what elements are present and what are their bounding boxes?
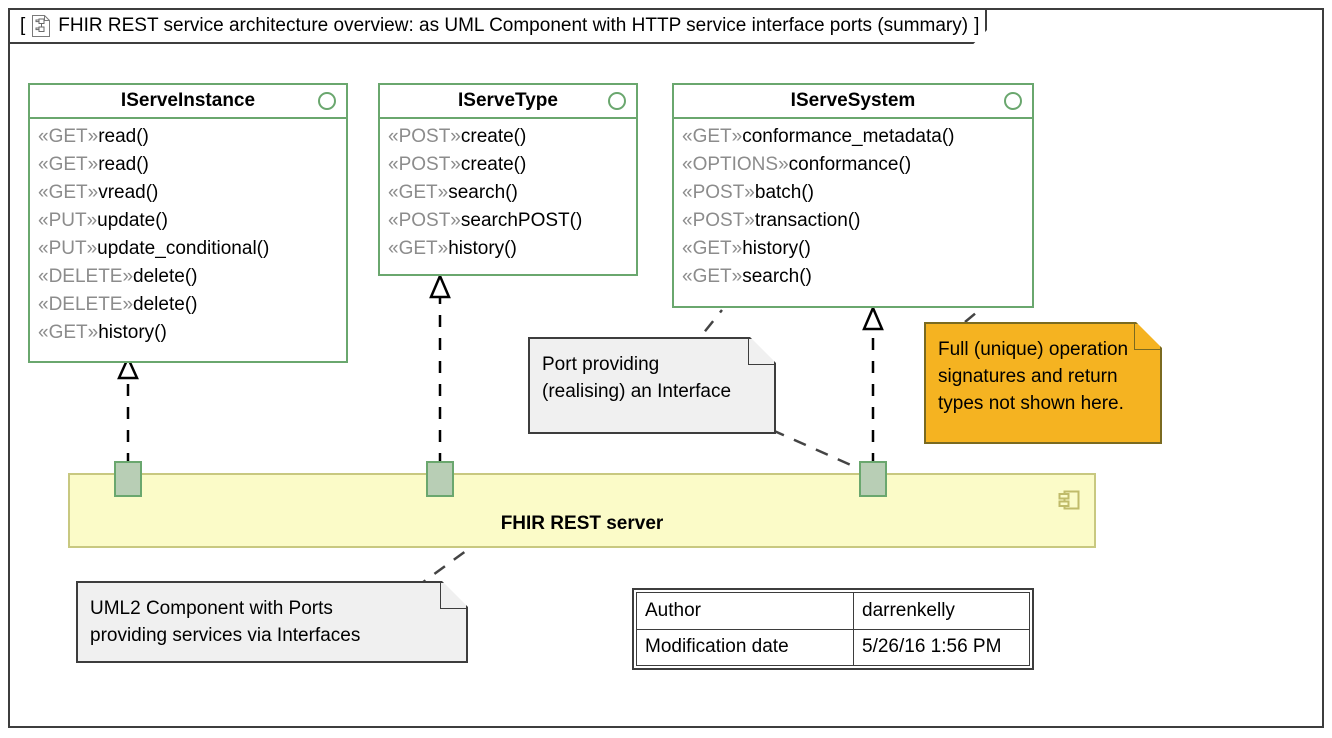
interface-circle-icon bbox=[608, 92, 626, 110]
note-component-ports[interactable]: UML2 Component with Ports providing serv… bbox=[76, 581, 468, 663]
interface-name: IServeType bbox=[458, 90, 558, 111]
operation-row: «GET»read() bbox=[38, 151, 346, 179]
operation-stereotype: «GET» bbox=[38, 154, 99, 175]
operation-stereotype: «POST» bbox=[388, 154, 461, 175]
note-signatures[interactable]: Full (unique) operation signatures and r… bbox=[924, 322, 1162, 444]
operation-signature: update() bbox=[97, 210, 168, 231]
operation-row: «POST»create() bbox=[388, 123, 636, 151]
operation-signature: transaction() bbox=[754, 210, 861, 231]
interface-iservetype[interactable]: IServeType «POST»create() «POST»create()… bbox=[378, 83, 638, 276]
interface-iserveinstance[interactable]: IServeInstance «GET»read() «GET»read() «… bbox=[28, 83, 348, 363]
operation-row: «GET»search() bbox=[388, 179, 636, 207]
frame-bracket-open: [ bbox=[20, 15, 26, 36]
operation-stereotype: «PUT» bbox=[38, 238, 98, 259]
component-fhir-rest-server[interactable]: FHIR REST server bbox=[68, 473, 1096, 548]
operation-signature: history() bbox=[742, 238, 811, 259]
operation-row: «DELETE»delete() bbox=[38, 263, 346, 291]
uml-diagram-document-icon bbox=[32, 15, 50, 37]
operation-signature: history() bbox=[448, 238, 517, 259]
operation-stereotype: «GET» bbox=[388, 238, 449, 259]
operation-stereotype: «GET» bbox=[38, 126, 99, 147]
operation-signature: conformance() bbox=[788, 154, 912, 175]
operation-stereotype: «POST» bbox=[682, 182, 755, 203]
interface-header: IServeType bbox=[380, 85, 636, 119]
operation-row: «DELETE»delete() bbox=[38, 291, 346, 319]
table-row: Author darrenkelly bbox=[636, 592, 1030, 630]
note-text: UML2 Component with Ports providing serv… bbox=[90, 598, 361, 646]
operation-stereotype: «GET» bbox=[38, 182, 99, 203]
operation-row: «OPTIONS»conformance() bbox=[682, 151, 1032, 179]
note-text: Port providing (realising) an Interface bbox=[542, 354, 732, 402]
operation-row: «GET»conformance_metadata() bbox=[682, 123, 1032, 151]
operation-row: «GET»history() bbox=[38, 319, 346, 347]
note-text: Full (unique) operation signatures and r… bbox=[938, 339, 1129, 414]
operation-signature: delete() bbox=[133, 294, 198, 315]
operation-signature: read() bbox=[98, 154, 149, 175]
component-name: FHIR REST server bbox=[500, 513, 664, 534]
operation-row: «GET»vread() bbox=[38, 179, 346, 207]
operation-signature: history() bbox=[98, 322, 167, 343]
operation-stereotype: «DELETE» bbox=[38, 294, 134, 315]
operation-row: «POST»batch() bbox=[682, 179, 1032, 207]
frame-bracket-close: ] bbox=[974, 15, 980, 36]
metadata-table: Author darrenkelly Modification date 5/2… bbox=[632, 588, 1034, 670]
note-fold-icon bbox=[440, 583, 466, 609]
table-cell-key: Modification date bbox=[636, 628, 854, 666]
port-serve-type[interactable] bbox=[426, 461, 454, 497]
operation-stereotype: «GET» bbox=[682, 126, 743, 147]
operation-row: «GET»read() bbox=[38, 123, 346, 151]
table-row: Modification date 5/26/16 1:56 PM bbox=[636, 628, 1030, 666]
note-fold-icon bbox=[748, 339, 774, 365]
interface-name: IServeSystem bbox=[790, 90, 916, 111]
uml-component-icon bbox=[1058, 490, 1080, 510]
frame-title-text: FHIR REST service architecture overview:… bbox=[58, 15, 969, 36]
port-serve-system[interactable] bbox=[859, 461, 887, 497]
operation-stereotype: «GET» bbox=[38, 322, 99, 343]
operation-stereotype: «OPTIONS» bbox=[682, 154, 789, 175]
operation-stereotype: «GET» bbox=[388, 182, 449, 203]
operation-row: «PUT»update() bbox=[38, 207, 346, 235]
operation-signature: update_conditional() bbox=[97, 238, 270, 259]
port-serve-instance[interactable] bbox=[114, 461, 142, 497]
note-fold-icon bbox=[1134, 324, 1160, 350]
interface-circle-icon bbox=[318, 92, 336, 110]
interface-name: IServeInstance bbox=[120, 90, 256, 111]
operation-row: «POST»searchPOST() bbox=[388, 207, 636, 235]
interface-operations: «GET»conformance_metadata() «OPTIONS»con… bbox=[674, 119, 1032, 295]
operation-signature: searchPOST() bbox=[460, 210, 583, 231]
operation-signature: create() bbox=[460, 154, 527, 175]
operation-stereotype: «PUT» bbox=[38, 210, 98, 231]
table-cell-value: 5/26/16 1:56 PM bbox=[853, 628, 1030, 666]
operation-row: «GET»history() bbox=[682, 235, 1032, 263]
operation-signature: vread() bbox=[98, 182, 159, 203]
table-cell-value: darrenkelly bbox=[853, 592, 1030, 630]
interface-operations: «GET»read() «GET»read() «GET»vread() «PU… bbox=[30, 119, 346, 351]
interface-header: IServeSystem bbox=[674, 85, 1032, 119]
operation-signature: batch() bbox=[754, 182, 815, 203]
operation-stereotype: «DELETE» bbox=[38, 266, 134, 287]
diagram-frame-title: [ FHIR REST service architecture overvie… bbox=[8, 8, 987, 44]
operation-signature: create() bbox=[460, 126, 527, 147]
interface-header: IServeInstance bbox=[30, 85, 346, 119]
operation-stereotype: «POST» bbox=[388, 210, 461, 231]
table-cell-key: Author bbox=[636, 592, 854, 630]
operation-signature: search() bbox=[742, 266, 812, 287]
note-port-interface[interactable]: Port providing (realising) an Interface bbox=[528, 337, 776, 434]
operation-row: «GET»search() bbox=[682, 263, 1032, 291]
operation-row: «POST»create() bbox=[388, 151, 636, 179]
operation-row: «POST»transaction() bbox=[682, 207, 1032, 235]
operation-signature: read() bbox=[98, 126, 149, 147]
operation-stereotype: «POST» bbox=[682, 210, 755, 231]
operation-stereotype: «GET» bbox=[682, 238, 743, 259]
operation-signature: search() bbox=[448, 182, 518, 203]
operation-signature: delete() bbox=[133, 266, 198, 287]
operation-stereotype: «POST» bbox=[388, 126, 461, 147]
interface-operations: «POST»create() «POST»create() «GET»searc… bbox=[380, 119, 636, 267]
operation-row: «PUT»update_conditional() bbox=[38, 235, 346, 263]
interface-iservesystem[interactable]: IServeSystem «GET»conformance_metadata()… bbox=[672, 83, 1034, 308]
interface-circle-icon bbox=[1004, 92, 1022, 110]
operation-signature: conformance_metadata() bbox=[742, 126, 955, 147]
operation-row: «GET»history() bbox=[388, 235, 636, 263]
operation-stereotype: «GET» bbox=[682, 266, 743, 287]
